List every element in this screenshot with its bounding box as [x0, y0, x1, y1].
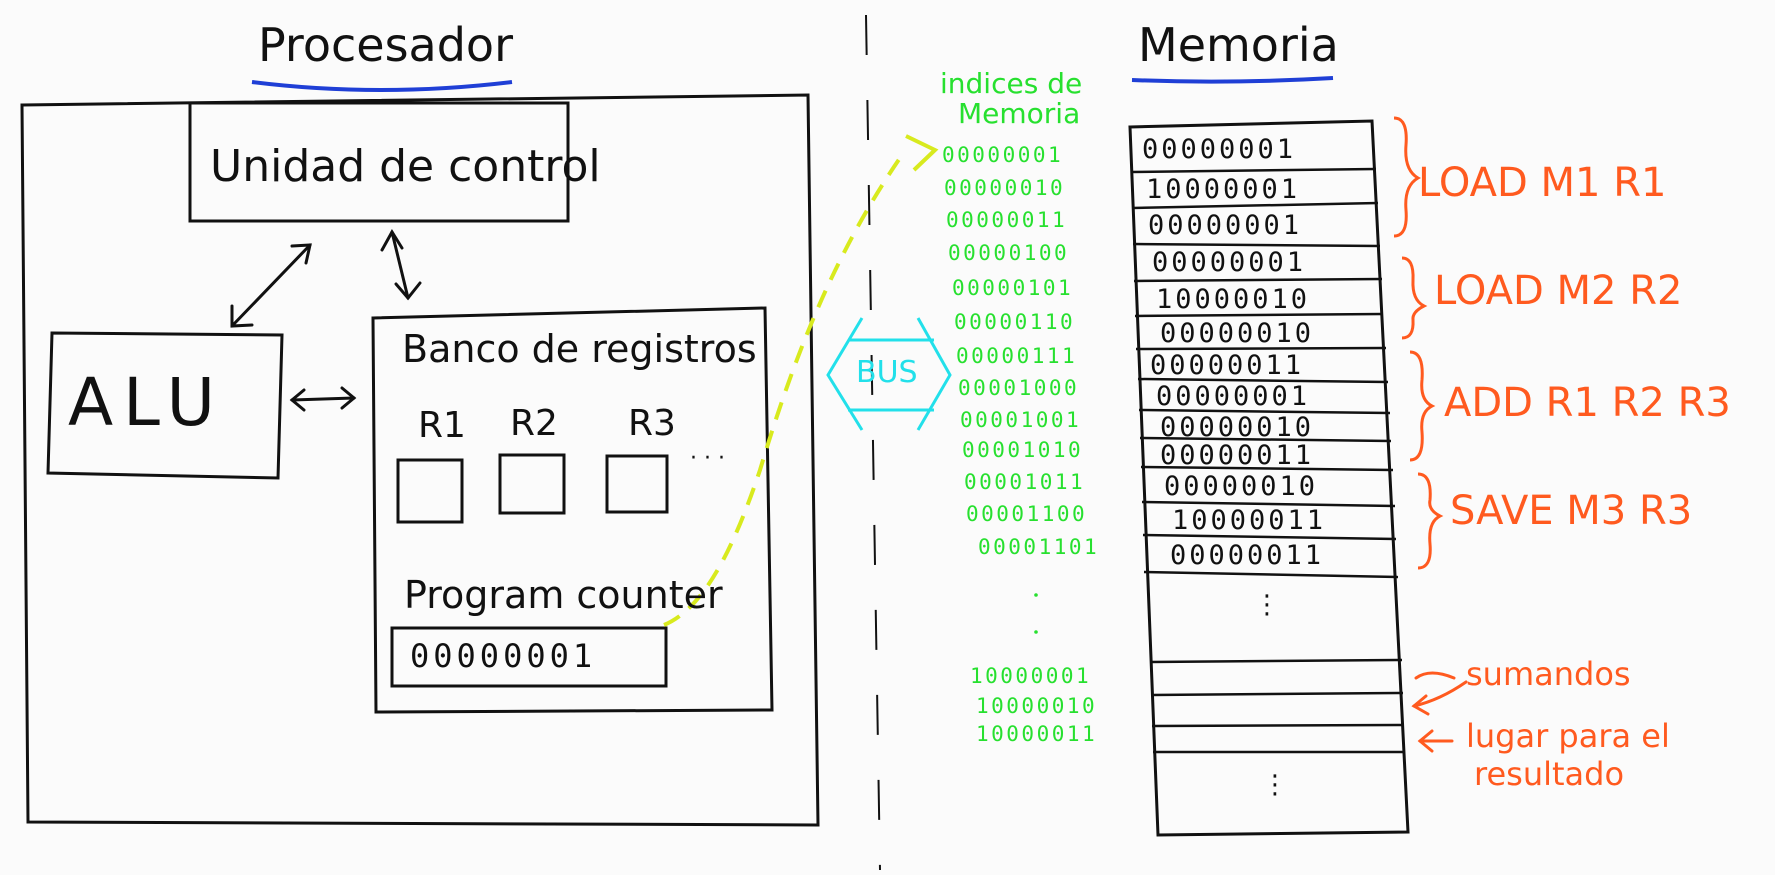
memory-address: 00000101	[952, 276, 1074, 300]
instruction-add-r1-r2-r3: ADD R1 R2 R3	[1444, 380, 1731, 426]
memory-address: 00000100	[948, 241, 1070, 265]
instruction-save-m3-r3: SAVE M3 R3	[1450, 488, 1693, 534]
bus-label: BUS	[856, 355, 918, 390]
memory-address: 00000110	[954, 310, 1076, 334]
memory-address: 00001101	[978, 535, 1100, 559]
alu-label: ALU	[68, 364, 225, 441]
result-arrow	[1417, 729, 1454, 753]
memory-cell-value: 00000011	[1160, 440, 1315, 471]
instruction-load-m1-r1: LOAD M1 R1	[1418, 160, 1667, 206]
program-counter-label: Program counter	[404, 573, 723, 617]
more-registers-ellipsis: · · ·	[690, 446, 725, 471]
program-counter-box	[390, 626, 668, 688]
register-r1-label: R1	[418, 405, 466, 446]
memory-index-label-line1: indices de	[940, 67, 1083, 100]
memory-cell-value: 00000010	[1160, 318, 1315, 349]
annotation-addends: sumandos	[1466, 655, 1631, 693]
memory-address: 00000011	[946, 208, 1068, 232]
memory-cell-value: 10000011	[1172, 505, 1327, 536]
memory-cell-value: 00000010	[1160, 412, 1315, 443]
addends-arrows	[1411, 671, 1468, 716]
alu-box	[46, 331, 284, 480]
register-bank-box	[371, 306, 774, 714]
memory-cell-dividers	[1130, 167, 1405, 754]
address-ellipsis	[1034, 593, 1038, 634]
annotation-result-line2: resultado	[1474, 755, 1625, 793]
memory-cell-value: 00000001	[1148, 210, 1303, 241]
memory-cell-value: 10000001	[1146, 174, 1301, 205]
pc-memory-link	[663, 156, 902, 627]
memory-ellipsis-bottom: ⋮	[1262, 770, 1288, 800]
pc-memory-link-arrowhead	[905, 134, 939, 172]
memory-cell-value: 00000011	[1170, 540, 1325, 571]
memory-high-address: 10000010	[976, 694, 1098, 718]
memory-title-underline	[1131, 76, 1334, 84]
processor-box	[20, 93, 820, 827]
instruction-load-m2-r2: LOAD M2 R2	[1434, 268, 1683, 314]
processor-title: Procesador	[258, 18, 513, 72]
control-alu-arrow	[230, 243, 312, 328]
memory-address: 00000001	[942, 143, 1064, 167]
memory-address: 00001010	[962, 438, 1084, 462]
divider-line	[865, 14, 881, 871]
memory-address: 00000111	[956, 344, 1078, 368]
memory-address: 00001000	[958, 376, 1080, 400]
memory-ellipsis: ⋮	[1254, 590, 1280, 620]
memory-high-address: 10000001	[970, 664, 1092, 688]
memory-address: 00001100	[966, 502, 1088, 526]
register-r1-box	[396, 458, 464, 524]
register-r2-label: R2	[510, 403, 558, 444]
memory-column	[1128, 119, 1410, 837]
processor-title-underline	[251, 80, 513, 92]
instruction-braces	[1393, 116, 1444, 570]
register-r3-box	[605, 454, 669, 514]
memory-cell-value: 00000001	[1142, 134, 1297, 165]
control-unit-label: Unidad de control	[210, 141, 601, 192]
memory-address: 00000010	[944, 176, 1066, 200]
memory-cell-value: 00000010	[1164, 471, 1319, 502]
control-registers-arrow	[380, 229, 422, 301]
annotation-result-line1: lugar para el	[1466, 717, 1670, 755]
memory-high-address: 10000011	[976, 722, 1098, 746]
memory-cell-value: 00000001	[1156, 381, 1311, 412]
memory-address: 00001011	[964, 470, 1086, 494]
memory-cell-value: 10000010	[1156, 284, 1311, 315]
control-unit-box	[188, 101, 570, 223]
register-r2-box	[498, 453, 566, 515]
alu-registers-arrow	[289, 386, 357, 412]
register-bank-label: Banco de registros	[402, 327, 757, 371]
memory-title: Memoria	[1138, 18, 1339, 72]
memory-index-label-line2: Memoria	[958, 97, 1081, 130]
memory-address: 00001001	[960, 408, 1082, 432]
register-r3-label: R3	[628, 403, 676, 444]
memory-cell-value: 00000011	[1150, 350, 1305, 381]
program-counter-value: 00000001	[410, 637, 597, 675]
bus-shape	[826, 317, 952, 431]
memory-cell-value: 00000001	[1152, 247, 1307, 278]
